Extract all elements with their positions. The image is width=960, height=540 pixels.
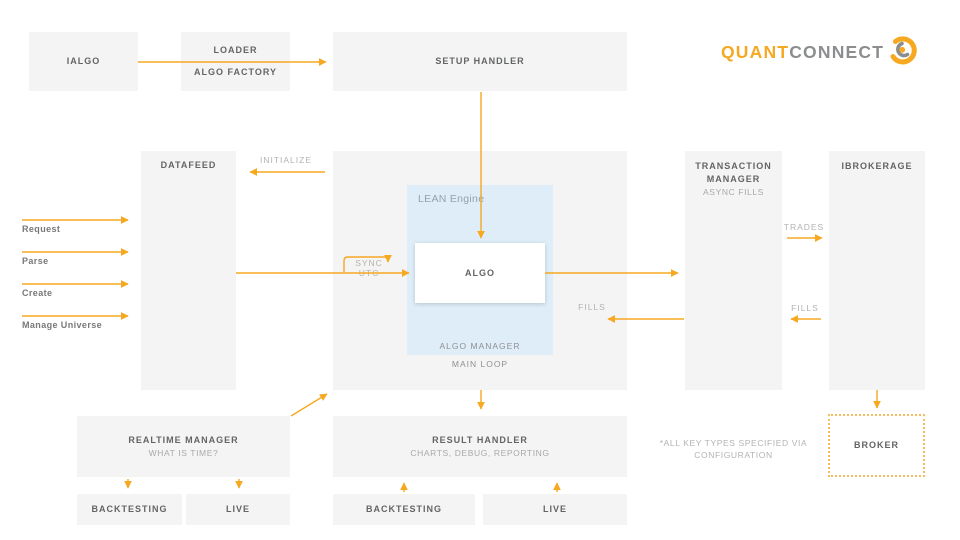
loader-title: LOADER: [213, 45, 258, 56]
realtime-manager-subtitle: WHAT IS TIME?: [148, 448, 219, 458]
left-label-manage-universe: Manage Universe: [22, 320, 103, 330]
main-loop-label: MAIN LOOP: [451, 359, 509, 369]
realtime-manager-title: REALTIME MANAGER: [128, 435, 239, 445]
config-note: *ALL KEY TYPES SPECIFIED VIA CONFIGURATI…: [640, 437, 827, 461]
box-broker: BROKER: [828, 414, 925, 477]
box-realtime-manager: REALTIME MANAGER WHAT IS TIME?: [77, 416, 290, 477]
box-datafeed: DATAFEED: [141, 151, 236, 390]
box-ibrokerage: IBROKERAGE: [829, 151, 925, 390]
config-note-line1: *ALL KEY TYPES SPECIFIED VIA: [659, 438, 808, 448]
ialgo-title: IALGO: [66, 56, 101, 66]
box-algo: ALGO: [415, 243, 545, 303]
box-result-handler: RESULT HANDLER CHARTS, DEBUG, REPORTING: [333, 416, 627, 477]
transaction-manager-title-line1: TRANSACTION: [695, 161, 772, 171]
logo-text-quant: QUANT: [721, 42, 790, 62]
left-label-create: Create: [22, 288, 53, 298]
result-handler-title: RESULT HANDLER: [432, 435, 528, 445]
datafeed-title: DATAFEED: [160, 160, 217, 170]
transaction-manager-subtitle: ASYNC FILLS: [703, 187, 764, 197]
box-live-left: LIVE: [186, 494, 290, 525]
box-backtesting-center: BACKTESTING: [333, 494, 475, 525]
left-label-request: Request: [22, 224, 61, 234]
config-note-line2: CONFIGURATION: [694, 450, 773, 460]
left-label-parse: Parse: [22, 256, 49, 266]
ibrokerage-title: IBROKERAGE: [841, 161, 913, 171]
backtesting-center-title: BACKTESTING: [366, 504, 442, 514]
result-handler-subtitle: CHARTS, DEBUG, REPORTING: [410, 448, 550, 458]
logo-text-connect: CONNECT: [789, 42, 885, 62]
broker-title: BROKER: [853, 440, 899, 450]
box-ialgo: IALGO: [29, 32, 138, 91]
loader-subtitle: ALGO FACTORY: [193, 66, 277, 77]
setup-handler-title: SETUP HANDLER: [435, 56, 525, 66]
algo-manager-label: ALGO MANAGER: [439, 341, 521, 351]
box-live-center: LIVE: [483, 494, 627, 525]
live-center-title: LIVE: [542, 504, 567, 514]
box-backtesting-left: BACKTESTING: [77, 494, 182, 525]
quantconnect-swirl-icon: [890, 36, 917, 65]
box-setup-handler: SETUP HANDLER: [333, 32, 627, 91]
arrow-label-trades: TRADES: [783, 222, 825, 232]
transaction-manager-title-line2: MANAGER: [706, 174, 761, 184]
box-transaction-manager: TRANSACTION MANAGER ASYNC FILLS: [685, 151, 782, 390]
arrow-label-fills-left: FILLS: [578, 302, 606, 312]
box-loader: LOADER ALGO FACTORY: [181, 32, 290, 91]
arrow-label-sync-utc: SYNC UTC: [355, 258, 383, 278]
lean-engine-title: LEAN Engine: [418, 193, 485, 205]
live-left-title: LIVE: [225, 504, 250, 514]
algo-title: ALGO: [465, 267, 495, 278]
arrow-label-initialize: INITIALIZE: [259, 155, 313, 165]
backtesting-left-title: BACKTESTING: [91, 504, 168, 514]
arrow-realtime-manager-to-main-loop: [290, 393, 328, 417]
arrow-label-fills-right: FILLS: [791, 303, 819, 313]
